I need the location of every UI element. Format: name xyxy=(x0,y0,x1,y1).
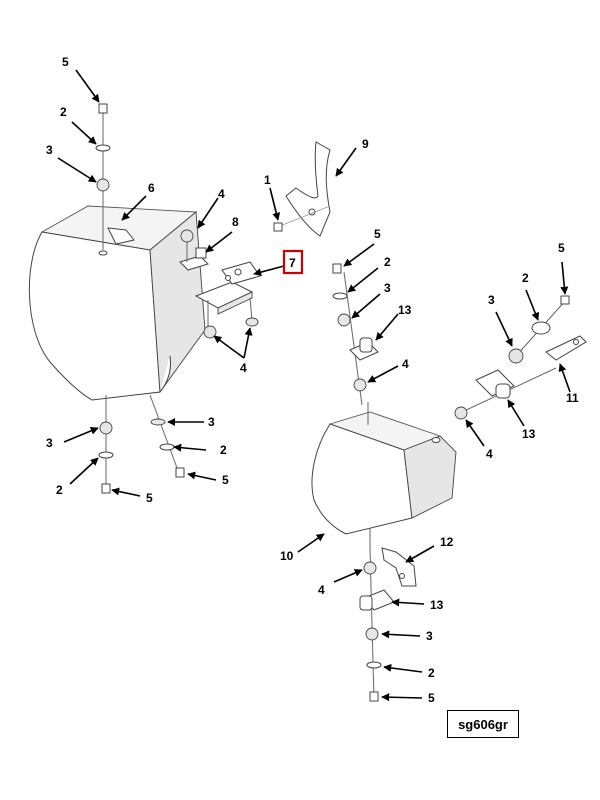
callout-label: 3 xyxy=(488,293,495,307)
callout-label: 2 xyxy=(522,271,529,285)
callout-label: 3 xyxy=(46,436,53,450)
callout-label: 2 xyxy=(384,255,391,269)
drawing-code-label: sg606gr xyxy=(447,710,519,738)
left-housing-cover xyxy=(28,205,206,401)
right-lower-stack xyxy=(359,547,417,702)
callout-label: 10 xyxy=(280,549,294,563)
callout-label: 2 xyxy=(220,443,227,457)
callout-label-7: 7 xyxy=(289,256,296,270)
callout-label: 4 xyxy=(486,447,493,461)
left-mechanism-bracket xyxy=(179,229,261,339)
callout-label: 5 xyxy=(222,473,229,487)
right-housing-cover xyxy=(311,402,457,548)
callout-label: 2 xyxy=(56,483,63,497)
left-hardware-stack xyxy=(95,103,114,494)
callout-label: 5 xyxy=(374,227,381,241)
drawing-code-text: sg606gr xyxy=(458,716,508,732)
callout-label: 3 xyxy=(384,281,391,295)
callout-label: 3 xyxy=(426,629,433,643)
callout-label: 2 xyxy=(60,105,67,119)
callout-label: 1 xyxy=(264,173,271,187)
callout-label: 4 xyxy=(240,361,247,375)
callout-label: 4 xyxy=(218,187,225,201)
callout-label: 13 xyxy=(398,303,412,317)
callout-7-highlight xyxy=(282,249,304,275)
callout-label: 5 xyxy=(62,55,69,69)
callout-label: 4 xyxy=(318,583,325,597)
callout-label: 5 xyxy=(146,491,153,505)
callout-labels: 5 2 3 6 4 8 1 9 7 4 3 2 3 2 5 5 5 2 3 13… xyxy=(46,55,579,705)
leader-arrows xyxy=(57,69,571,702)
callout-label: 3 xyxy=(208,415,215,429)
callout-label: 12 xyxy=(440,535,454,549)
callout-label: 6 xyxy=(148,181,155,195)
plate-part-9 xyxy=(273,141,331,237)
left-lower-bolt-stack xyxy=(149,394,185,478)
right-linkage xyxy=(454,295,587,420)
callout-label: 13 xyxy=(522,427,536,441)
right-upper-stack xyxy=(332,263,379,406)
callout-label: 5 xyxy=(558,241,565,255)
callout-label: 5 xyxy=(428,691,435,705)
callout-label: 4 xyxy=(402,357,409,371)
callout-label: 13 xyxy=(430,598,444,612)
callout-label: 2 xyxy=(428,666,435,680)
callout-label: 9 xyxy=(362,137,369,151)
callout-label: 8 xyxy=(232,215,239,229)
callout-label: 11 xyxy=(566,391,579,405)
callout-label: 3 xyxy=(46,143,53,157)
